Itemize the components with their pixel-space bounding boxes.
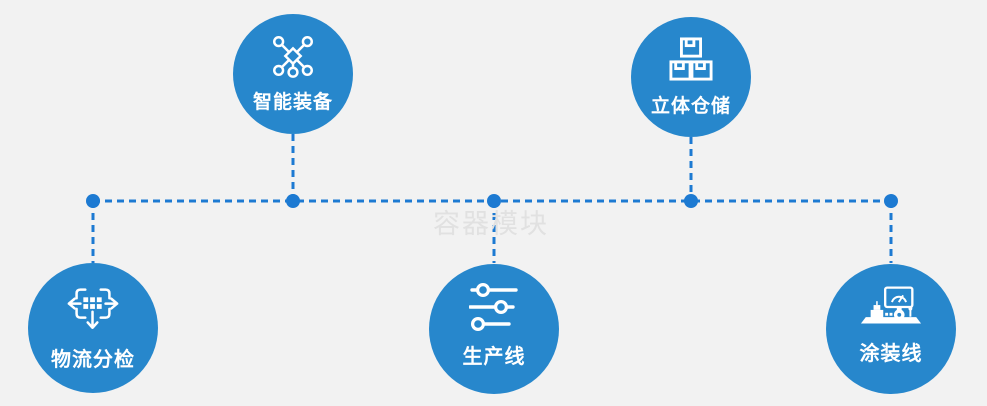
node-painting-line[interactable]: 涂装线 <box>826 264 956 394</box>
node-label: 立体仓储 <box>650 96 731 117</box>
node-label: 物流分检 <box>51 349 135 371</box>
node-label: 生产线 <box>462 346 526 368</box>
node-label: 智能装备 <box>252 92 333 113</box>
sorting-arrows-icon <box>67 288 119 329</box>
node-warehouse[interactable]: 立体仓储 <box>631 17 751 137</box>
stacked-boxes-icon <box>669 37 713 81</box>
node-label: 涂装线 <box>859 343 923 365</box>
node-logistics-sorting[interactable]: 物流分检 <box>28 263 158 393</box>
sliders-icon <box>469 283 518 331</box>
node-production-line[interactable]: 生产线 <box>429 264 559 394</box>
node-smart-equipment[interactable]: 智能装备 <box>233 14 353 134</box>
network-nodes-icon <box>273 36 313 78</box>
control-station-icon <box>860 286 922 324</box>
